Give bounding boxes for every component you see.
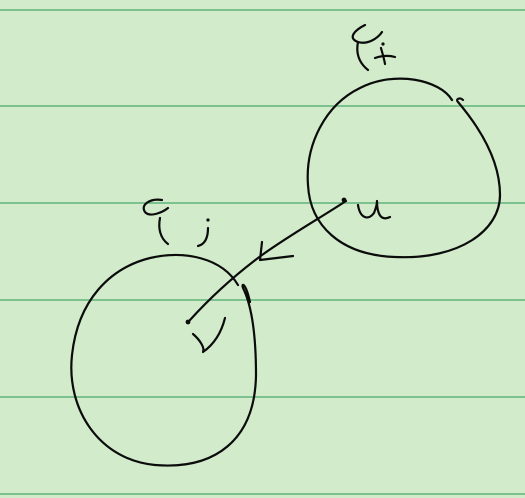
label-subscript-j (196, 226, 210, 248)
cluster-g-j (70, 198, 258, 467)
node-u-label (356, 199, 392, 220)
cluster-g-j-outline (70, 253, 258, 467)
cluster-g-i-label (351, 23, 397, 72)
ruled-lines (0, 9, 525, 495)
label-subscript-i (373, 46, 397, 66)
cluster-g-i-outline (306, 77, 502, 259)
edge-u-to-v (188, 199, 348, 322)
node-v-label (191, 316, 227, 354)
label-letter-g (351, 23, 384, 72)
node-v-dot (185, 319, 191, 325)
label-subscript-j-dot (206, 218, 210, 222)
label-letter-g (142, 198, 170, 246)
arrow-head-icon (258, 240, 295, 262)
cluster-g-j-label (142, 198, 210, 248)
label-subscript-i-dot (381, 42, 385, 46)
edge-line (188, 199, 348, 322)
cluster-g-i (306, 23, 502, 259)
